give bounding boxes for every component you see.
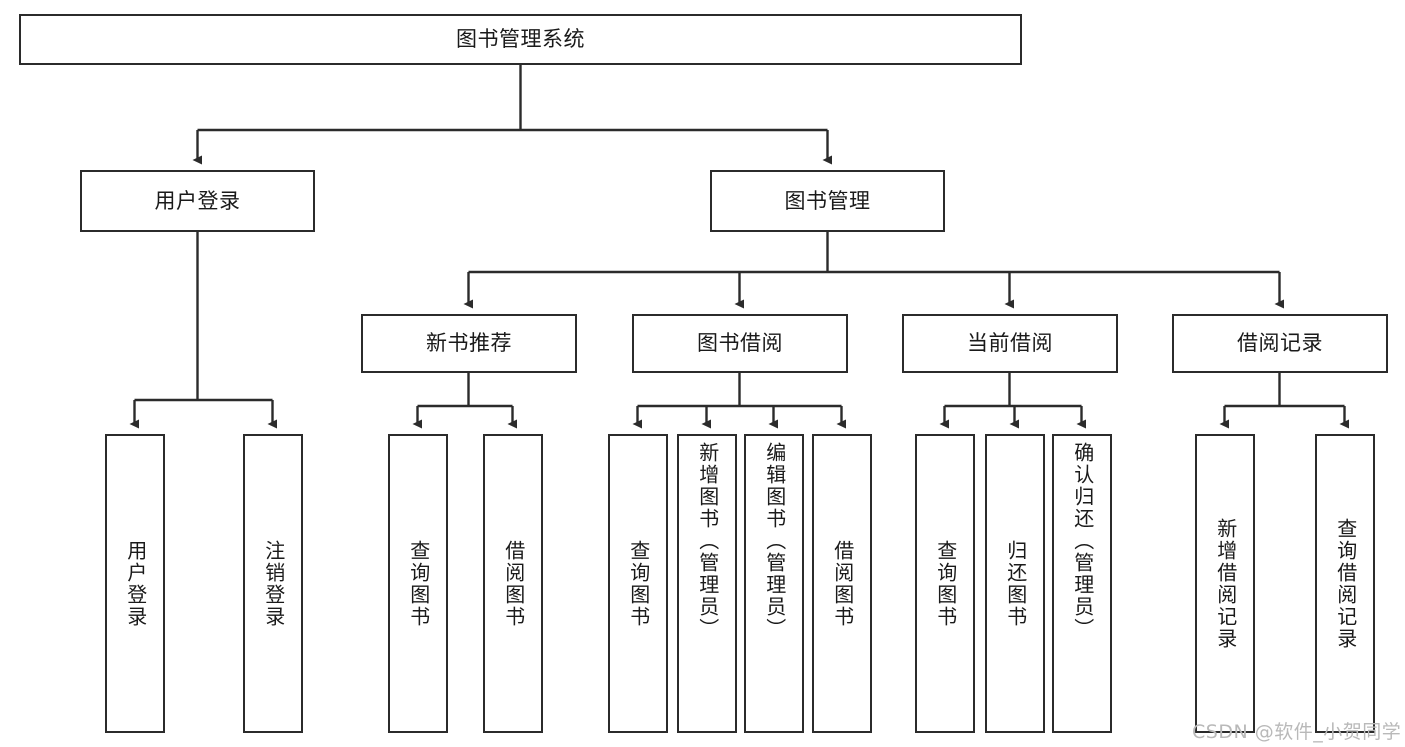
node-book-management[interactable]: 图书管理: [710, 170, 945, 232]
node-new-book-recommend-label: 新书推荐: [426, 331, 512, 356]
leaf-add-borrow-record-label: 新增借阅记录: [1213, 517, 1238, 650]
leaf-query-borrow-record-label: 查询借阅记录: [1333, 517, 1358, 650]
leaf-query-book-recommend[interactable]: 查询图书: [388, 434, 448, 733]
node-book-borrow-label: 图书借阅: [697, 331, 783, 356]
node-book-borrow[interactable]: 图书借阅: [632, 314, 848, 373]
leaf-confirm-return-admin[interactable]: 确认归还（管理员）: [1052, 434, 1112, 733]
leaf-query-book-label: 查询图书: [626, 539, 651, 628]
node-root[interactable]: 图书管理系统: [19, 14, 1022, 65]
leaf-add-borrow-record[interactable]: 新增借阅记录: [1195, 434, 1255, 733]
node-borrow-record[interactable]: 借阅记录: [1172, 314, 1388, 373]
node-borrow-record-label: 借阅记录: [1237, 331, 1323, 356]
leaf-return-book[interactable]: 归还图书: [985, 434, 1045, 733]
leaf-query-book-recommend-label: 查询图书: [406, 539, 431, 628]
leaf-edit-book-admin-label: 编辑图书（管理员）: [762, 442, 787, 640]
leaf-query-book-current[interactable]: 查询图书: [915, 434, 975, 733]
leaf-borrow-book-recommend[interactable]: 借阅图书: [483, 434, 543, 733]
leaf-borrow-book[interactable]: 借阅图书: [812, 434, 872, 733]
node-user-login-label: 用户登录: [154, 188, 241, 213]
leaf-query-book-current-label: 查询图书: [933, 539, 958, 628]
leaf-confirm-return-admin-label: 确认归还（管理员）: [1070, 442, 1095, 640]
node-new-book-recommend[interactable]: 新书推荐: [361, 314, 577, 373]
leaf-edit-book-admin[interactable]: 编辑图书（管理员）: [744, 434, 804, 733]
node-current-borrow[interactable]: 当前借阅: [902, 314, 1118, 373]
leaf-add-book-admin-label: 新增图书（管理员）: [695, 442, 720, 640]
leaf-logout[interactable]: 注销登录: [243, 434, 303, 733]
node-book-management-label: 图书管理: [784, 188, 871, 213]
leaf-query-borrow-record[interactable]: 查询借阅记录: [1315, 434, 1375, 733]
leaf-borrow-book-label: 借阅图书: [830, 539, 855, 628]
leaf-user-login[interactable]: 用户登录: [105, 434, 165, 733]
leaf-query-book[interactable]: 查询图书: [608, 434, 668, 733]
node-current-borrow-label: 当前借阅: [967, 331, 1053, 356]
csdn-watermark: CSDN @软件_小贺同学: [1192, 721, 1402, 743]
node-root-label: 图书管理系统: [456, 27, 585, 52]
node-user-login[interactable]: 用户登录: [80, 170, 315, 232]
leaf-logout-label: 注销登录: [261, 539, 286, 628]
leaf-add-book-admin[interactable]: 新增图书（管理员）: [677, 434, 737, 733]
leaf-return-book-label: 归还图书: [1003, 539, 1028, 628]
leaf-borrow-book-recommend-label: 借阅图书: [501, 539, 526, 628]
leaf-user-login-label: 用户登录: [123, 539, 148, 628]
